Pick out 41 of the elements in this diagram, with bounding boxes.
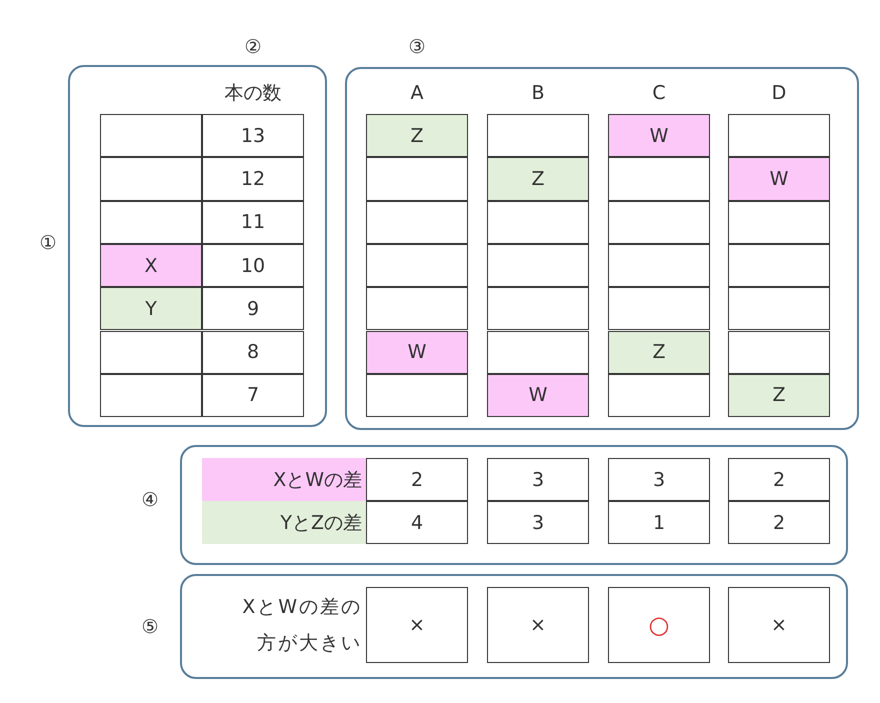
difference-value: 3 <box>487 501 589 544</box>
column-header: B <box>530 81 546 106</box>
tree-letter: W <box>366 330 468 374</box>
result-mark: × <box>728 587 830 663</box>
tree-count: 10 <box>202 244 304 288</box>
tree-letter: X <box>100 244 202 288</box>
difference-value: 1 <box>608 501 710 544</box>
step-number: ③ <box>407 35 427 60</box>
column-header: C <box>651 81 667 106</box>
tree-count: 12 <box>202 157 304 201</box>
difference-value: 2 <box>366 458 468 501</box>
tree-letter: Z <box>728 374 830 418</box>
tree-count: 7 <box>202 374 304 418</box>
difference-value: 2 <box>728 501 830 544</box>
step-number: ② <box>243 35 263 60</box>
tree-count: 11 <box>202 200 304 244</box>
result-mark: × <box>487 587 589 663</box>
tree-count: 8 <box>202 330 304 374</box>
tree-letter: Y <box>100 287 202 330</box>
tree-letter: W <box>487 374 589 418</box>
row-header: XとWの差 <box>202 458 366 501</box>
difference-value: 3 <box>487 458 589 501</box>
difference-value: 2 <box>728 458 830 501</box>
tree-letter: Z <box>487 157 589 201</box>
step-number: ④ <box>140 488 160 513</box>
tree-count: 13 <box>202 114 304 158</box>
row-header: XとWの差の方が大きい <box>241 595 362 656</box>
column-header: D <box>770 81 788 106</box>
tree-letter: W <box>608 114 710 158</box>
column-header: A <box>410 81 424 106</box>
tree-letter: W <box>728 157 830 201</box>
tree-letter: Z <box>608 330 710 374</box>
result-mark: × <box>366 587 468 663</box>
tree-letter: Z <box>366 114 468 158</box>
column-header: 本の数 <box>224 81 282 106</box>
row-header: YとZの差 <box>202 501 366 544</box>
tree-count: 9 <box>202 287 304 330</box>
difference-value: 3 <box>608 458 710 501</box>
step-number: ⑤ <box>140 615 160 640</box>
difference-value: 4 <box>366 501 468 544</box>
step-number: ① <box>38 231 58 256</box>
